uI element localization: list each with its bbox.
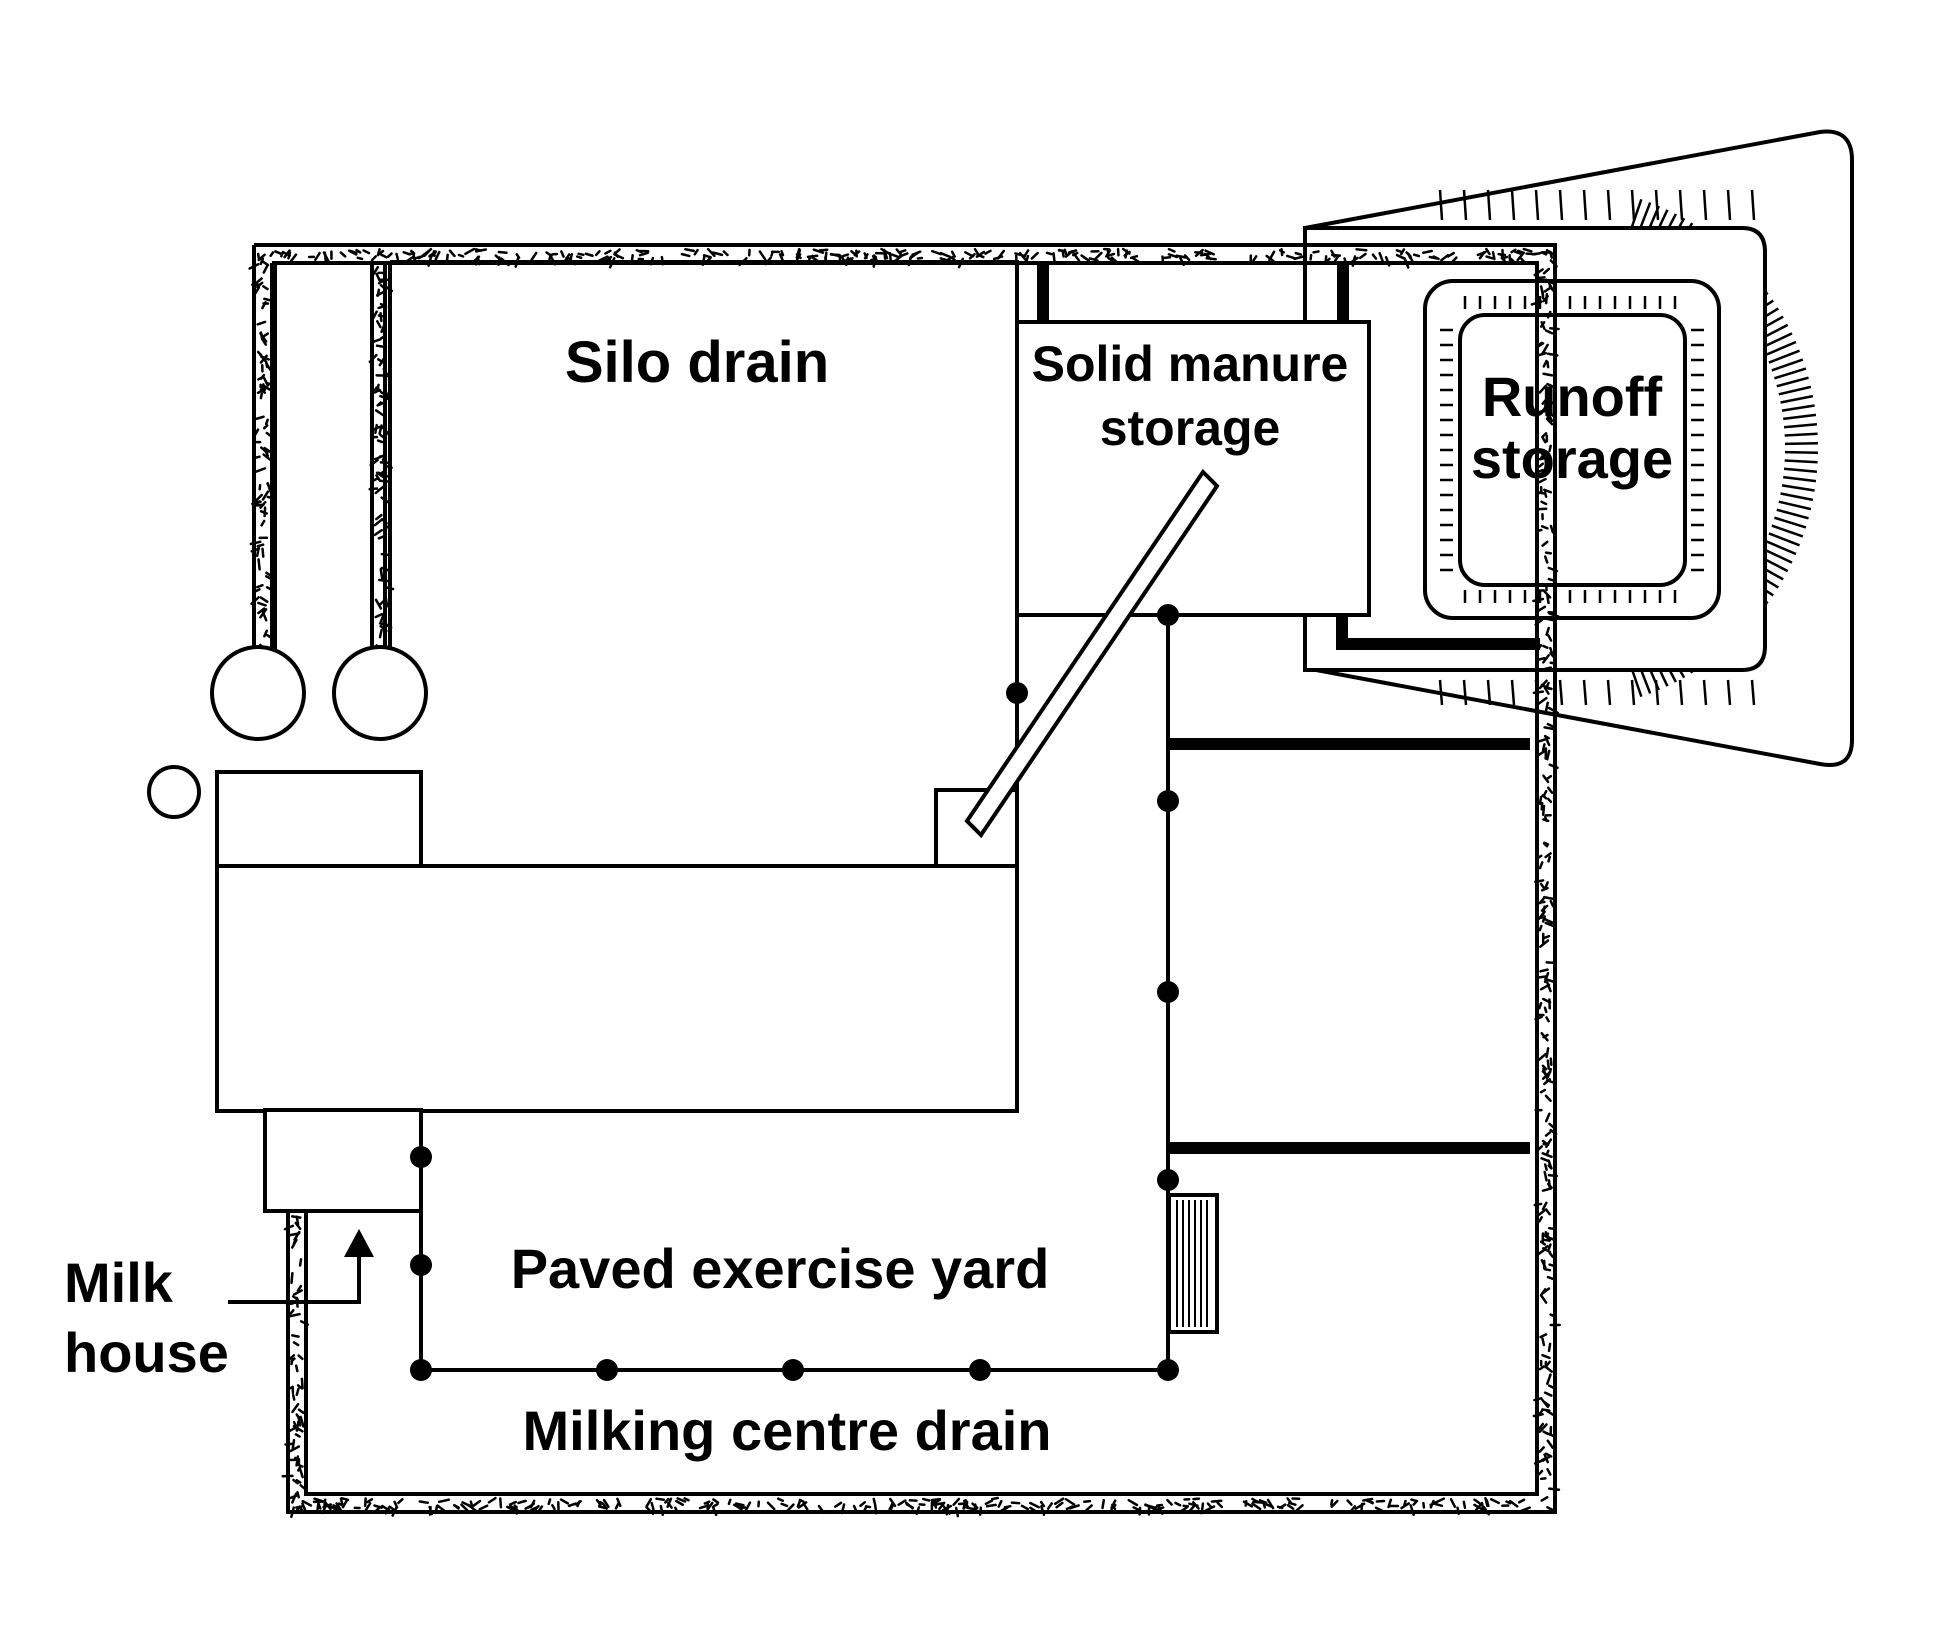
- manure-conveyor: [964, 468, 1220, 839]
- drain-point: [410, 1146, 432, 1168]
- drain-point: [1157, 1359, 1179, 1381]
- milk-house-label-line1: Milk: [64, 1251, 174, 1314]
- silo-right: [332, 645, 428, 741]
- runoff-storage-label-line2: storage: [1471, 427, 1673, 490]
- silo-drain-label: Silo drain: [565, 330, 829, 395]
- feeder-grate-lines: [1176, 1200, 1208, 1327]
- drain-point: [596, 1359, 618, 1381]
- paved-exercise-yard-label: Paved exercise yard: [511, 1237, 1050, 1300]
- drain-point: [1157, 604, 1179, 626]
- yard-feeder: [1167, 1193, 1219, 1334]
- runoff-storage-label-line1: Runoff: [1482, 365, 1663, 428]
- drain-point: [1006, 682, 1028, 704]
- silo-drain-area-outline: [390, 260, 1019, 862]
- milking-centre-drain-label: Milking centre drain: [523, 1399, 1052, 1462]
- drain-point: [410, 1359, 432, 1381]
- arrow-up-icon: [344, 1229, 374, 1257]
- solid-manure-storage: [1015, 320, 1371, 617]
- runoff-lagoon: [1303, 129, 1854, 767]
- solid-manure-storage-label-line1: Solid manure: [1032, 336, 1349, 392]
- drain-point: [969, 1359, 991, 1381]
- drain-point: [410, 1254, 432, 1276]
- silo-drain-lines: [273, 265, 387, 650]
- barn-buildings: [215, 770, 1019, 1213]
- boundary-wall: [248, 243, 1561, 1519]
- solid-manure-storage-label-line2: storage: [1100, 400, 1281, 456]
- drain-point: [1157, 1169, 1179, 1191]
- milk-house-building: [263, 1108, 423, 1213]
- drain-point: [1157, 790, 1179, 812]
- small-silo: [147, 765, 201, 819]
- feed-room: [215, 770, 423, 869]
- drain-point: [782, 1359, 804, 1381]
- storage-to-lagoon-drain: [1336, 615, 1540, 650]
- runoff-storage-inner: [1458, 313, 1687, 587]
- drain-point: [1157, 981, 1179, 1003]
- milk-house-pointer: [228, 1229, 374, 1304]
- main-barn: [215, 864, 1019, 1113]
- milk-house-label-line2: house: [64, 1321, 229, 1384]
- silos: [147, 645, 428, 819]
- drain-points: [410, 604, 1179, 1381]
- silo-left: [210, 645, 306, 741]
